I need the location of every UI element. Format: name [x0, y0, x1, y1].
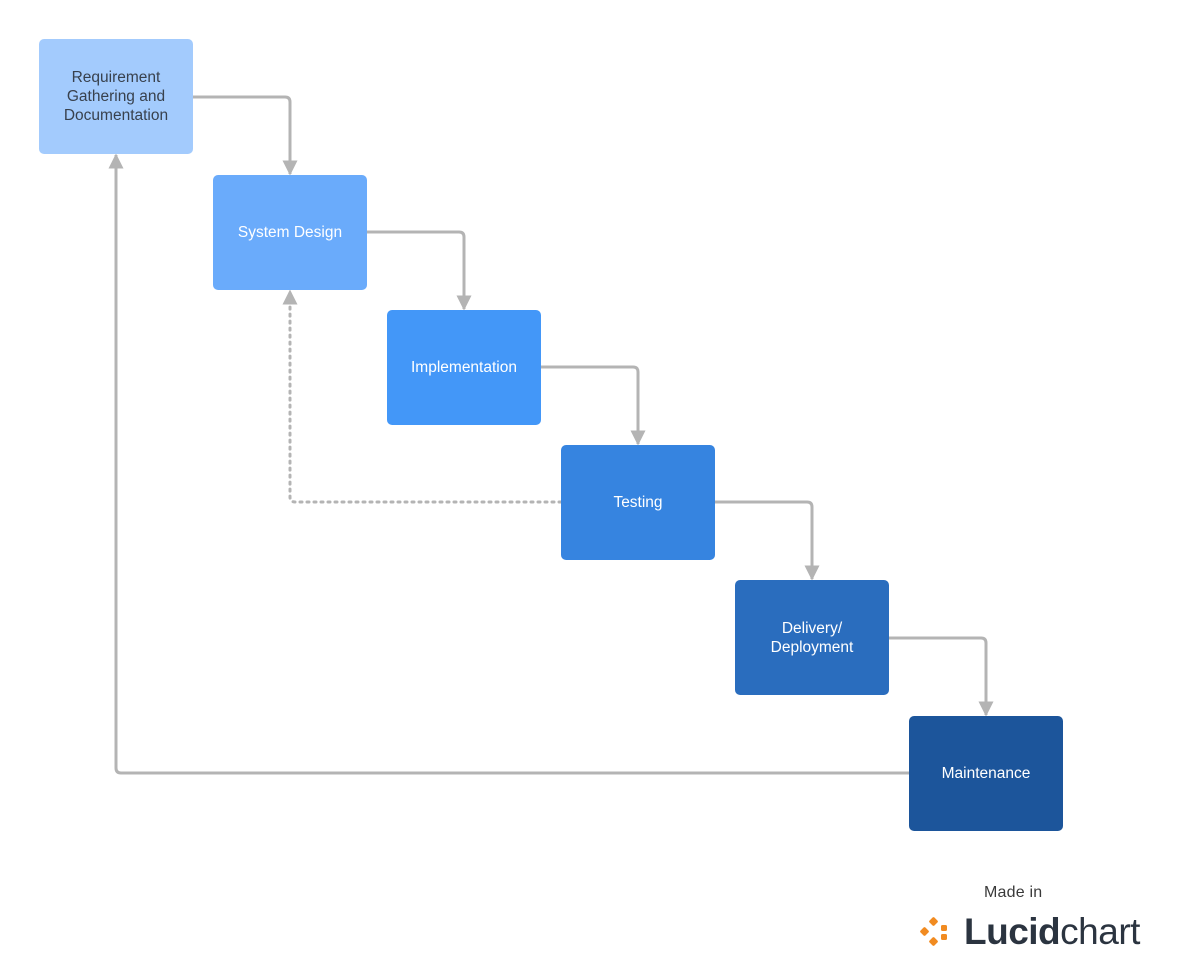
connector-testing-to-delivery[interactable]: [715, 500, 820, 581]
step-requirement-gathering[interactable]: Requirement Gathering and Documentation: [39, 39, 193, 154]
step-label: Implementation: [411, 359, 517, 376]
logo-text-chart: chart: [1060, 911, 1140, 952]
step-maintenance[interactable]: Maintenance: [909, 716, 1063, 831]
connector-requirements-to-design[interactable]: [193, 95, 298, 176]
step-label: System Design: [237, 224, 343, 241]
step-implementation[interactable]: Implementation: [387, 310, 541, 425]
step-label: Maintenance: [941, 765, 1031, 782]
step-label: Delivery/ Deployment: [770, 619, 854, 656]
connector-delivery-to-maintenance[interactable]: [889, 636, 994, 717]
step-testing[interactable]: Testing: [561, 445, 715, 560]
connector-design-to-implementation[interactable]: [367, 230, 472, 311]
step-delivery-deployment[interactable]: Delivery/ Deployment: [735, 580, 889, 695]
connector-implementation-to-testing[interactable]: [541, 365, 646, 446]
connector-testing-to-design-dotted[interactable]: [282, 289, 563, 504]
step-system-design[interactable]: System Design: [213, 175, 367, 290]
connector-maintenance-to-requirements[interactable]: [108, 153, 909, 775]
step-label: Requirement Gathering and Documentation: [63, 69, 169, 124]
lucidchart-logo-icon: [920, 917, 947, 946]
made-in-label: Made in: [984, 884, 1043, 901]
logo-text-lucid: Lucid: [964, 911, 1061, 952]
step-label: Testing: [613, 494, 663, 511]
